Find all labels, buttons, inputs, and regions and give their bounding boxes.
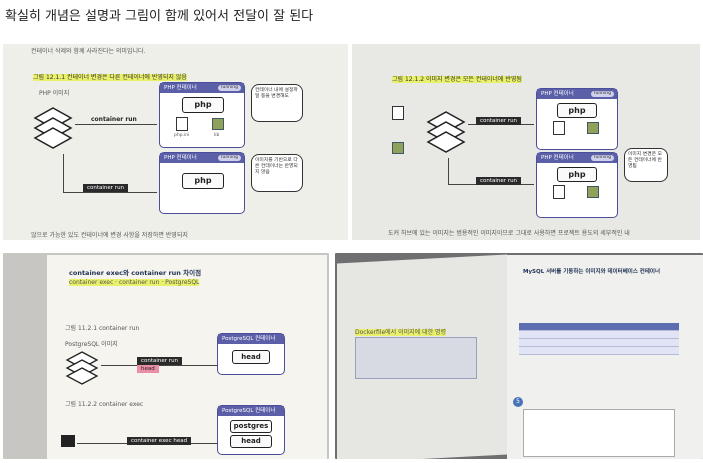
image-stack-icon — [65, 351, 99, 385]
info-table — [519, 323, 679, 355]
container-run-label: container run — [91, 116, 137, 123]
post-caption: 확실히 개념은 설명과 그림이 함께 있어서 전달이 잘 된다 — [5, 9, 314, 24]
config-file-icon — [553, 185, 565, 199]
lib-icon — [212, 118, 224, 130]
container-run-label: container run — [83, 184, 129, 192]
note-bubble: 이미지를 기반으로 다른 컨테이너는 반영되지 않음 — [251, 154, 303, 192]
running-badge: running — [217, 85, 241, 91]
step-badge: 5 — [513, 397, 523, 407]
lib-icon — [587, 122, 599, 134]
figure-title: 그림 11.2.1 container run — [65, 325, 140, 332]
note-bubble: 이미지 변경은 모든 컨테이너에 반영됨 — [624, 148, 668, 182]
container-run-label: container run — [476, 117, 522, 125]
head-label: head — [232, 350, 270, 364]
terminal-icon — [61, 435, 75, 447]
image-stack-icon — [33, 107, 73, 149]
page-text: 컨테이너 삭제와 함께 사라진다는 의미입니다. — [31, 48, 146, 55]
php-label: php — [182, 97, 224, 113]
code-panel — [523, 409, 675, 457]
page-text: 않으로 가능한 있도 컨테이너에 변경 사항을 저장하면 반영되지 — [31, 232, 188, 239]
image-stack-icon — [426, 111, 466, 153]
config-file-icon — [392, 106, 404, 120]
figure-title: 그림 12.1.1 컨테이너 변경은 다른 컨테이너에 반영되지 않음 — [33, 74, 187, 81]
php-label: php — [182, 173, 224, 189]
book-photo-2[interactable]: 그림 12.1.2 이미지 변경은 모든 컨테이너에 반영됨 container… — [352, 44, 700, 240]
container-run-label: container run — [476, 177, 522, 185]
config-file-icon — [553, 121, 565, 135]
php-label: php — [557, 167, 597, 182]
figure-title: 그림 11.2.2 container exec — [65, 401, 144, 408]
lib-icon — [587, 186, 599, 198]
postgres-label: postgres — [230, 420, 272, 433]
postgres-container: PostgreSQL 컨테이너 head — [217, 333, 285, 375]
section-heading: MySQL 서버를 기동하는 이미지와 데이터베이스 컨테이너 — [523, 269, 661, 275]
note-bubble: 컨테이너 내에 설정파일 등을 변경해도 — [251, 84, 303, 122]
code-panel — [355, 337, 477, 379]
postgres-container: PostgreSQL 컨테이너 postgres head — [217, 405, 285, 455]
config-file-icon — [176, 117, 188, 131]
highlighted-text: Dockerfile에서 이미지에 대한 명령 — [355, 329, 447, 336]
head-label: head — [230, 435, 272, 448]
book-photo-1[interactable]: 컨테이너 삭제와 함께 사라진다는 의미입니다. 그림 12.1.1 컨테이너 … — [3, 44, 348, 240]
page-text: 도커 허브에 있는 이미지는 범용적인 이미지이므로 그대로 사용하면 프로젝트… — [388, 230, 630, 237]
highlighted-text: container exec · container run · Postgre… — [69, 279, 200, 286]
running-badge: running — [590, 155, 614, 161]
lib-icon — [392, 142, 404, 154]
image-label: PostgreSQL 이미지 — [65, 341, 118, 348]
container-exec-label: container exec head — [127, 437, 192, 445]
section-heading: container exec와 container run 차이점 — [69, 269, 202, 277]
figure-title: 그림 12.1.2 이미지 변경은 모든 컨테이너에 반영됨 — [392, 76, 522, 83]
image-label: PHP 이미지 — [39, 90, 70, 97]
book-photo-4[interactable]: MySQL 서버를 기동하는 이미지와 데이터베이스 컨테이너 Dockerfi… — [335, 253, 703, 459]
php-label: php — [557, 103, 597, 118]
running-badge: running — [590, 91, 614, 97]
running-badge: running — [217, 155, 241, 161]
container-run-label: container run — [137, 357, 183, 365]
run-command-label: head — [137, 365, 159, 373]
book-photo-3[interactable]: container exec와 container run 차이점 contai… — [3, 253, 329, 459]
